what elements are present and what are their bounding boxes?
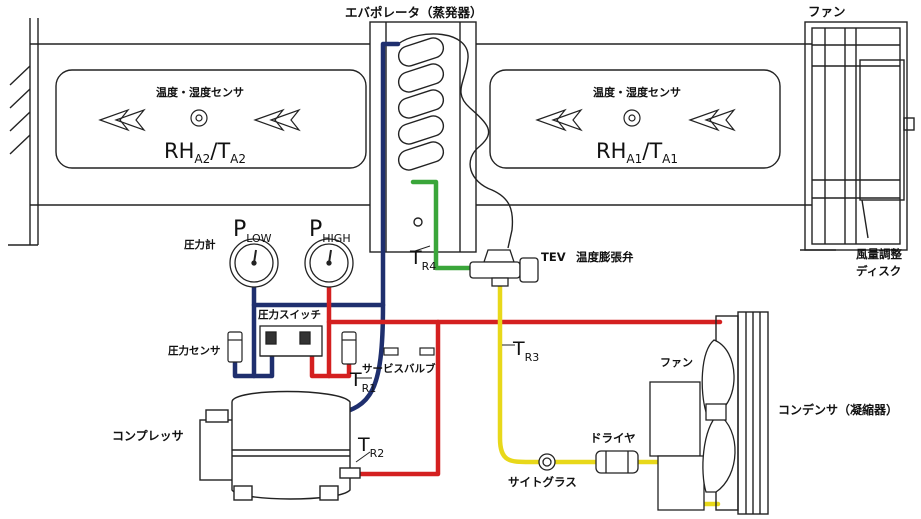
leader-lines: [355, 245, 515, 463]
airflow-disc-label-2: ディスク: [856, 264, 901, 278]
sensor-right-label: 温度・湿度センサ: [593, 85, 681, 99]
tev-valve: [469, 249, 539, 287]
compressor-label: コンプレッサ: [112, 428, 184, 443]
compressor: [199, 390, 361, 501]
rh-a1-label: RHA1/TA1: [596, 139, 678, 166]
p-low-label: PLOW: [233, 217, 272, 245]
rh-a2-label: RHA2/TA2: [164, 139, 246, 166]
sight-glass-label: サイトグラス: [508, 475, 577, 489]
tev-desc-label: 温度膨張弁: [576, 250, 634, 264]
airflow-disc-label-1: 風量調整: [856, 247, 902, 261]
sensor-right-symbol: [535, 108, 736, 132]
condenser-fan-label: ファン: [660, 356, 693, 369]
dryer-label: ドライヤ: [590, 431, 636, 445]
condenser-label: コンデンサ（凝縮器）: [778, 402, 898, 417]
pressure-gauge-label: 圧力計: [184, 238, 216, 251]
pressure-switch-label: 圧力スイッチ: [258, 308, 321, 321]
tev-label: TEV: [541, 250, 566, 264]
sensor-left-label: 温度・湿度センサ: [156, 85, 244, 99]
pressure-sensor-label: 圧力センサ: [168, 344, 221, 357]
tr2-label: TR2: [357, 434, 384, 460]
pressure-sensor-low: [227, 331, 243, 363]
pressure-sensor-high: [341, 331, 357, 365]
gauge-low: [229, 238, 279, 288]
evaporator-label: エバポレータ（蒸発器）: [345, 5, 483, 20]
expansion-line: [410, 179, 473, 271]
sensor-left-symbol: [98, 108, 301, 132]
tr3-label: TR3: [512, 338, 539, 364]
condenser: [715, 311, 769, 515]
service-valve-label: サービスバルブ: [362, 362, 436, 375]
service-valves: [383, 347, 435, 356]
evaporator: [369, 21, 514, 253]
tr4-label: TR4: [409, 247, 436, 273]
dryer: [595, 450, 639, 474]
pressure-switch: [259, 325, 323, 357]
tr1-label: TR1: [349, 369, 376, 395]
condenser-fan: [649, 339, 736, 511]
high-pressure-line: [309, 269, 723, 477]
p-high-label: PHIGH: [309, 217, 351, 245]
fan-top: [800, 21, 915, 251]
sight-glass: [538, 453, 556, 471]
gauge-high: [304, 238, 354, 288]
fan-top-label: ファン: [808, 4, 846, 19]
